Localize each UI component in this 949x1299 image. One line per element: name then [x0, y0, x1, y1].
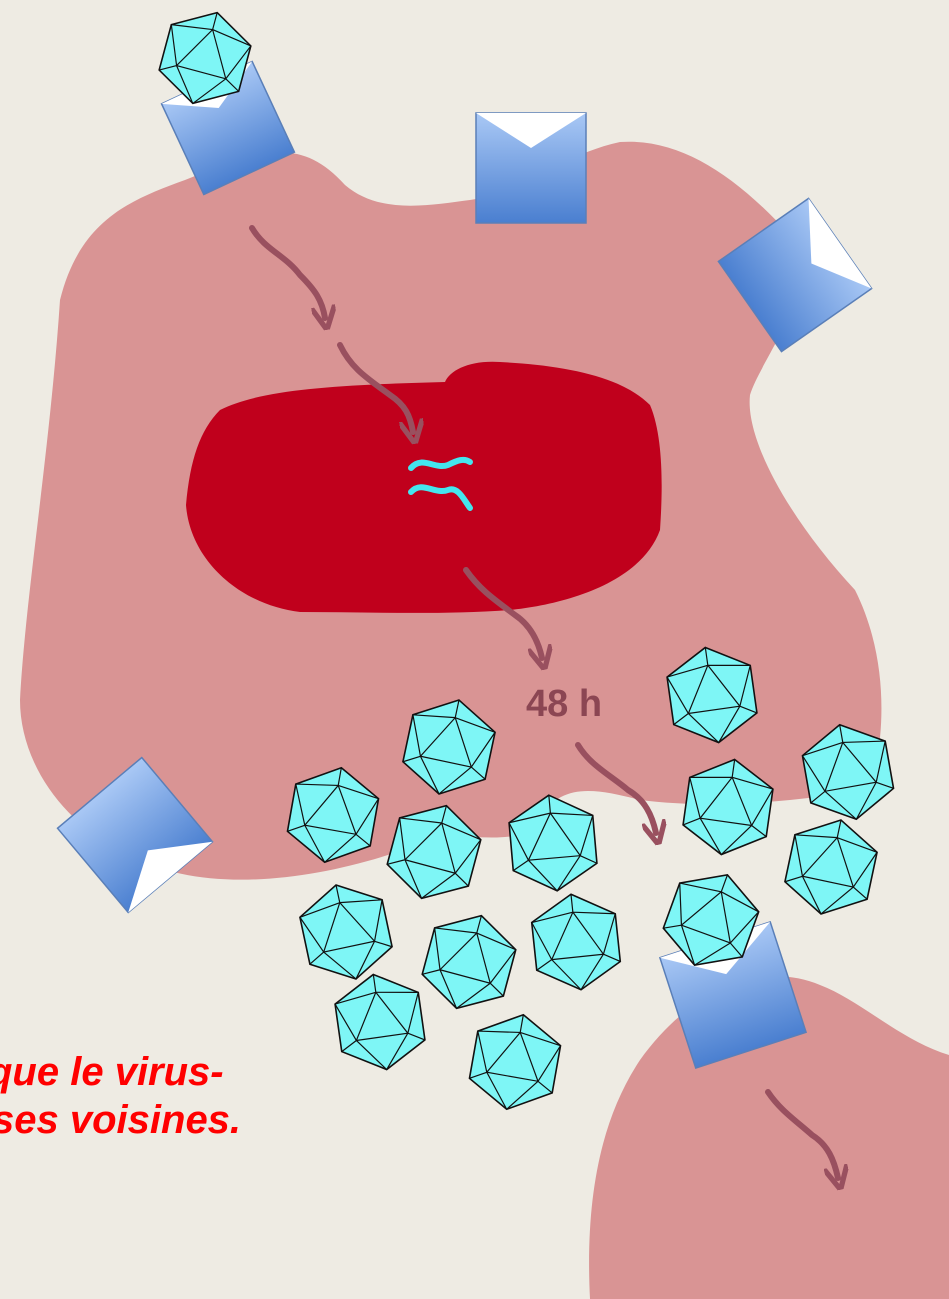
caption-line-1: que le virus- — [0, 1048, 241, 1096]
time-label: 48 h — [526, 683, 602, 726]
caption-line-2: ses voisines. — [0, 1096, 241, 1144]
caption: que le virus- ses voisines. — [0, 1048, 241, 1144]
